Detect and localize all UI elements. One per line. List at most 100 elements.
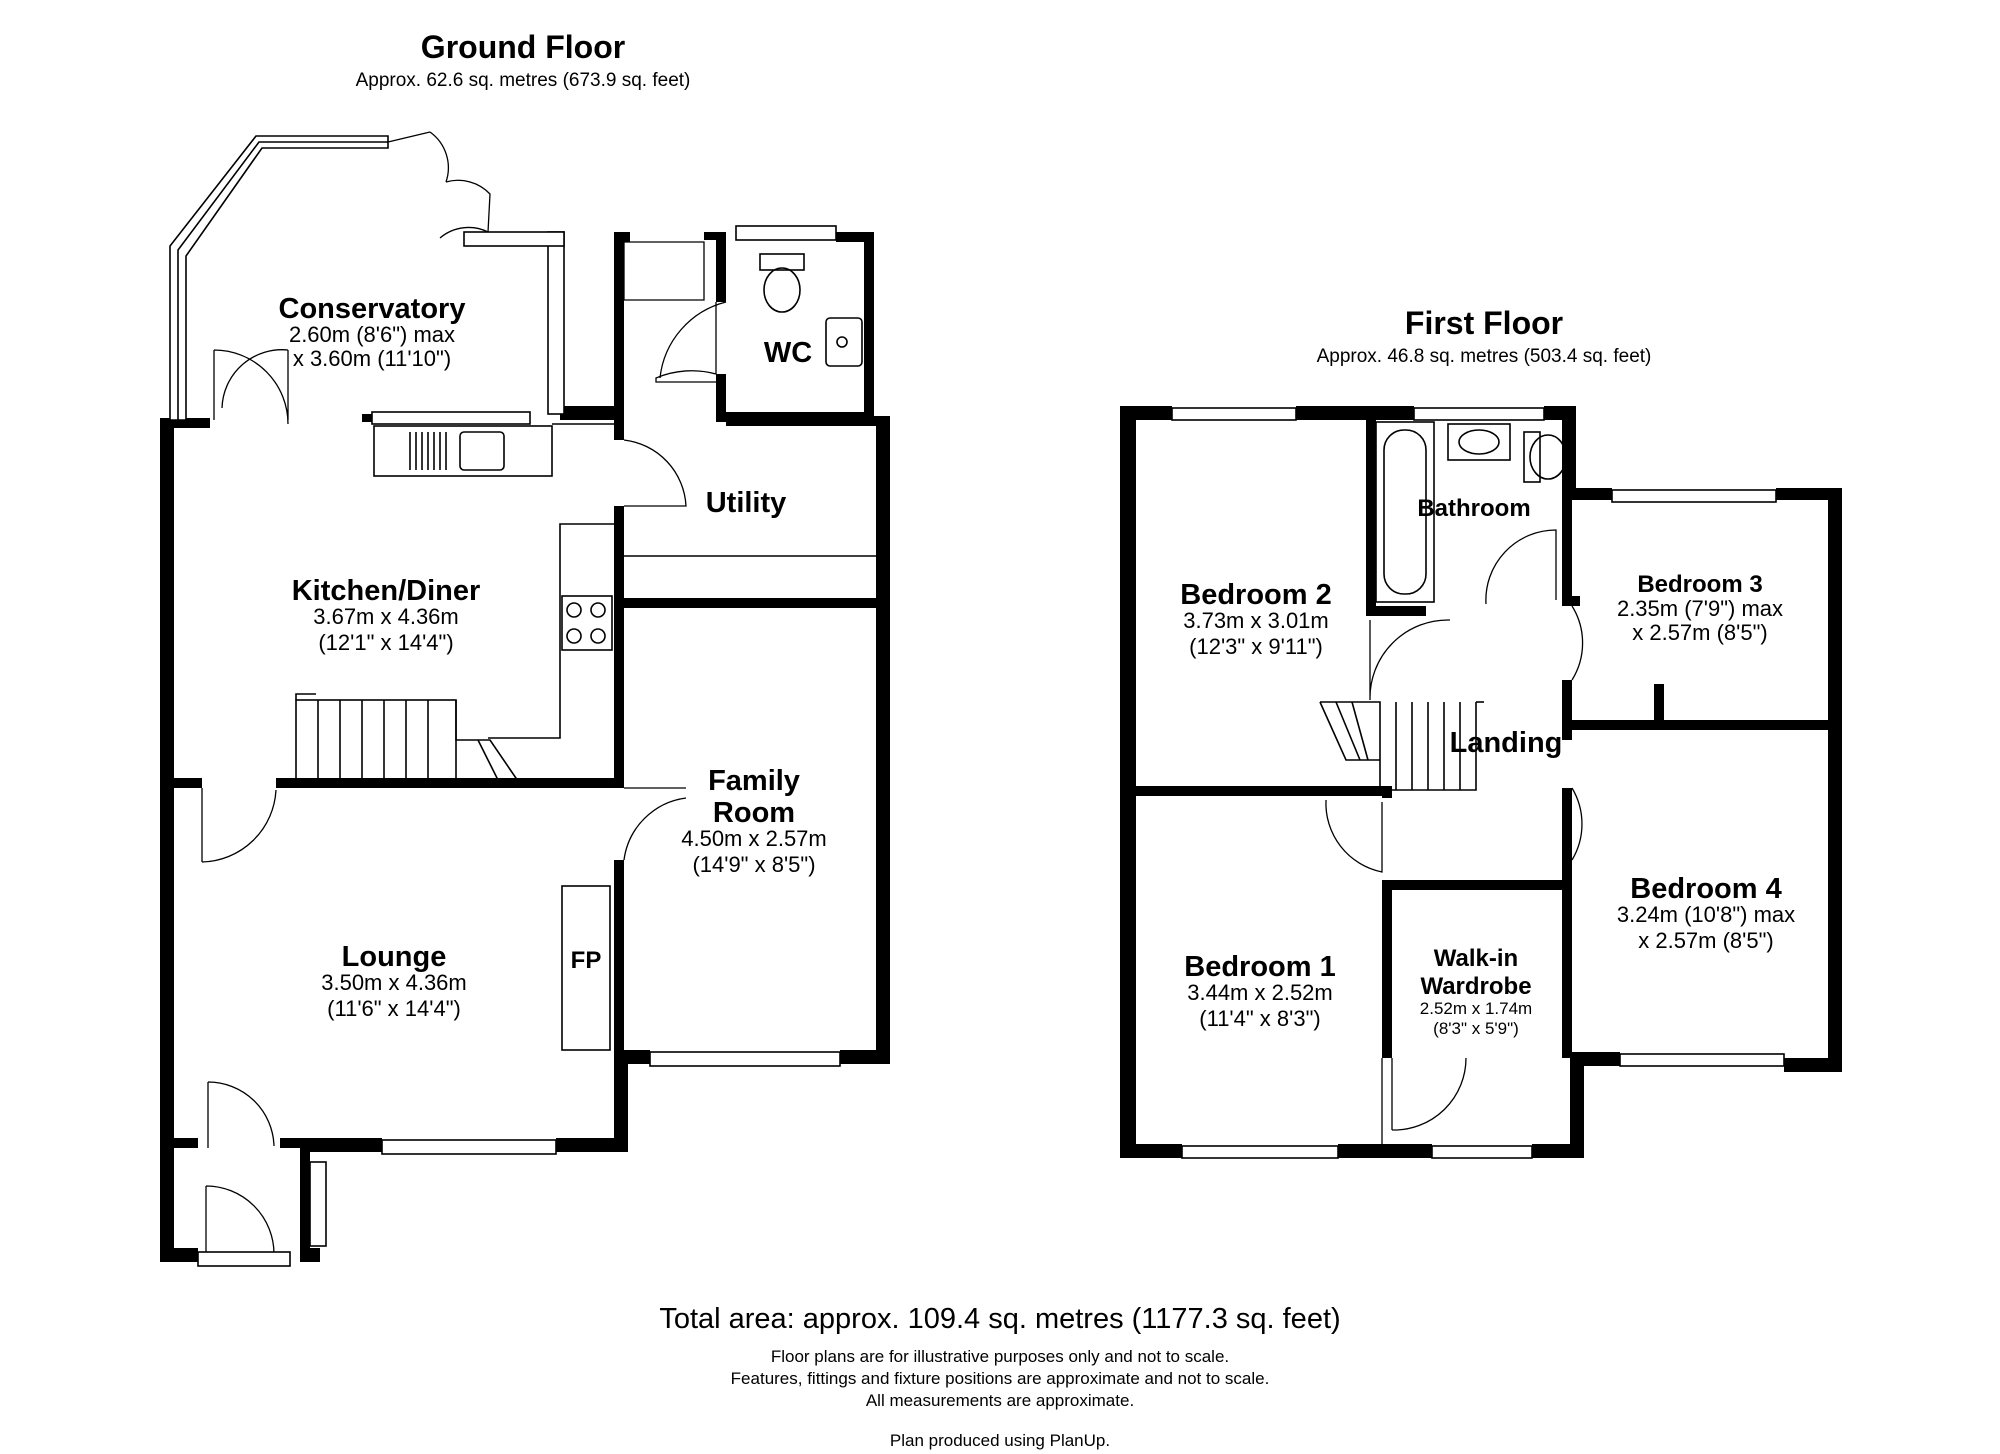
wall xyxy=(556,1138,628,1152)
family-room-dim: (14'9" x 8'5") xyxy=(692,852,815,877)
first-floor-title: First Floor xyxy=(1405,305,1563,341)
wall xyxy=(160,418,210,428)
stair-winder xyxy=(1335,701,1361,761)
bedroom4-door xyxy=(1571,787,1583,861)
wall xyxy=(1654,684,1664,724)
stair-winder xyxy=(1319,701,1380,761)
wall xyxy=(1776,488,1840,500)
wall xyxy=(1562,498,1572,596)
disclaimer-line: Features, fittings and fixture positions… xyxy=(731,1369,1270,1388)
wall xyxy=(1366,606,1426,616)
wall xyxy=(614,860,624,1060)
kitchen-name: Kitchen/Diner xyxy=(292,575,481,607)
bedroom4-dim: 3.24m (10'8") max xyxy=(1617,902,1795,927)
family-room-name: Room xyxy=(713,797,795,829)
staircase xyxy=(1320,701,1477,791)
porch-window xyxy=(309,1161,327,1247)
bedroom4-window xyxy=(1619,1053,1785,1067)
wall xyxy=(1382,880,1392,1058)
wall xyxy=(1562,788,1572,1058)
wall xyxy=(836,232,874,242)
toilet-cistern xyxy=(759,253,805,271)
hob-ring xyxy=(566,628,582,644)
window xyxy=(371,411,531,425)
porch-window xyxy=(197,1251,291,1267)
bedroom3-dim: 2.35m (7'9") max xyxy=(1617,596,1783,621)
wall xyxy=(310,1138,382,1152)
wardrobe-door xyxy=(1391,1057,1467,1131)
wc-name: WC xyxy=(764,337,812,369)
bedroom1-door xyxy=(1325,799,1383,873)
landing-name: Landing xyxy=(1450,727,1563,759)
basin-bowl xyxy=(1458,429,1500,455)
bedroom1-dim: 3.44m x 2.52m xyxy=(1187,980,1333,1005)
wall xyxy=(1562,596,1580,606)
wall xyxy=(300,1248,320,1262)
wc-door xyxy=(623,241,705,301)
wall xyxy=(716,412,874,422)
wall xyxy=(1382,786,1392,798)
lounge-name: Lounge xyxy=(342,941,447,973)
hob-ring xyxy=(566,602,582,618)
bedroom1-window xyxy=(1181,1145,1339,1159)
conservatory-dim: 2.60m (8'6") max xyxy=(289,322,455,347)
bathroom-name: Bathroom xyxy=(1417,495,1530,522)
wardrobe-name: Wardrobe xyxy=(1420,973,1531,1000)
total-area: Total area: approx. 109.4 sq. metres (11… xyxy=(659,1303,1340,1335)
conservatory-dim: x 3.60m (11'10") xyxy=(293,346,451,371)
first-floor-plan xyxy=(1120,406,1842,1159)
basin-tap xyxy=(836,336,848,348)
sink-bowl xyxy=(459,431,505,471)
wardrobe-name: Walk-in xyxy=(1434,945,1518,972)
bath xyxy=(1375,421,1435,603)
staircase xyxy=(295,699,457,785)
bedroom2-window xyxy=(1171,407,1297,421)
fireplace xyxy=(561,885,611,1051)
wall xyxy=(1120,406,1172,420)
wall xyxy=(1828,488,1842,1070)
wall xyxy=(876,420,890,1064)
stair-winder xyxy=(455,700,521,785)
french-door xyxy=(387,131,491,239)
wall xyxy=(560,406,624,420)
bath-inner xyxy=(1383,429,1427,595)
bedroom4-dim: x 2.57m (8'5") xyxy=(1638,928,1774,953)
wall xyxy=(614,1050,628,1152)
wall xyxy=(280,1138,310,1148)
wall xyxy=(716,232,726,302)
wall xyxy=(1120,406,1136,1158)
kitchen-sink xyxy=(373,425,553,477)
stair-rail xyxy=(295,693,316,700)
wall xyxy=(614,598,890,608)
wardrobe-dim: 2.52m x 1.74m xyxy=(1420,999,1532,1018)
family-room-door xyxy=(623,787,687,861)
wall xyxy=(1572,720,1842,730)
wall xyxy=(864,232,874,422)
window-glazing-line xyxy=(177,141,388,420)
family-room-name: Family xyxy=(708,765,800,797)
conservatory-name: Conservatory xyxy=(279,293,466,325)
wall xyxy=(174,778,202,788)
bathroom-basin xyxy=(1447,423,1511,461)
toilet-bowl xyxy=(763,267,801,313)
ground-floor-area: Approx. 62.6 sq. metres (673.9 sq. feet) xyxy=(356,70,691,91)
hob-ring xyxy=(590,628,606,644)
wall xyxy=(174,1138,198,1148)
wall xyxy=(614,420,624,440)
disclaimer-line: Floor plans are for illustrative purpose… xyxy=(771,1347,1229,1366)
wall xyxy=(614,506,624,786)
wc-window xyxy=(735,225,837,241)
wall xyxy=(1784,1058,1842,1072)
hob-ring xyxy=(590,602,606,618)
front-door xyxy=(207,1081,275,1148)
wall xyxy=(716,374,726,422)
wall xyxy=(614,232,630,242)
lounge-door xyxy=(201,788,277,863)
porch-door xyxy=(205,1185,275,1255)
wall xyxy=(1296,406,1414,420)
first-floor-area: Approx. 46.8 sq. metres (503.4 sq. feet) xyxy=(1317,346,1652,367)
toilet-bowl xyxy=(1529,434,1567,480)
utility-name: Utility xyxy=(706,487,787,519)
lounge-window xyxy=(381,1139,557,1155)
